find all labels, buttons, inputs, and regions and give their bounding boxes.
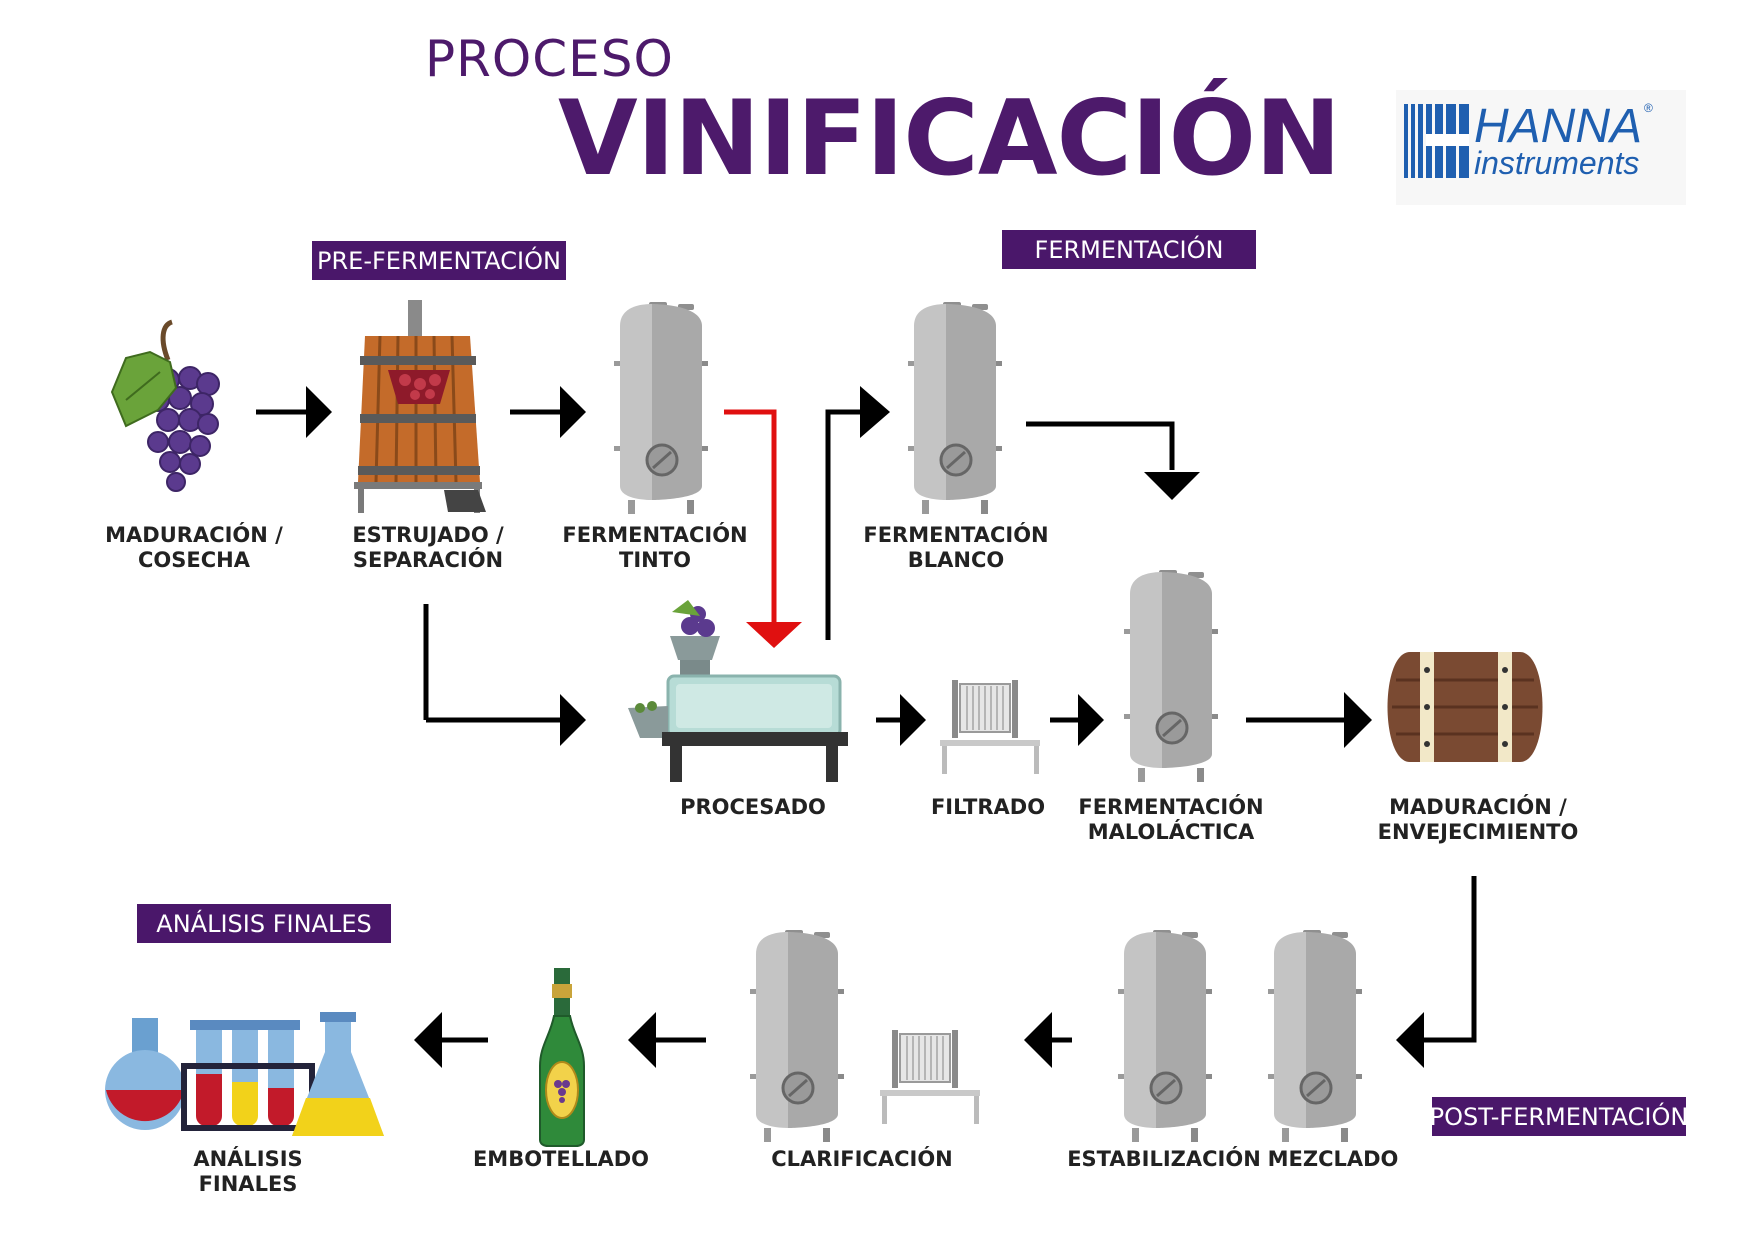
tank-blending-icon (1266, 928, 1364, 1144)
phase-final-analysis: ANÁLISIS FINALES (137, 904, 391, 943)
arrow-head-9 (1396, 1012, 1424, 1068)
logo-brand: HANNA (1474, 100, 1642, 153)
arrow-head-1 (306, 386, 332, 438)
tank-clarification-icon (748, 928, 846, 1144)
tank-red-fermentation-icon (612, 300, 710, 516)
arrow-head-11 (628, 1012, 656, 1068)
filter-icon (939, 679, 1041, 775)
arrow-head-5 (1144, 472, 1200, 500)
hanna-logo-mark-icon: HANNA ® instruments (1396, 90, 1686, 205)
logo-sub: instruments (1474, 145, 1639, 181)
arrow-head-6 (900, 694, 926, 746)
arrow-head-8 (1344, 692, 1372, 748)
arrow-head-7 (1078, 694, 1104, 746)
arrow-head-2 (560, 386, 586, 438)
label-clarification: CLARIFICACIÓN (771, 1147, 953, 1171)
arrow-head-4 (860, 386, 890, 438)
arrow-head-10 (1024, 1012, 1052, 1068)
phase-fermentation: FERMENTACIÓN (1002, 230, 1256, 269)
phase-post-fermentation: POST-FERMENTACIÓN (1430, 1097, 1688, 1136)
label-bottling: EMBOTELLADO (472, 1147, 650, 1171)
phase-pre-fermentation: PRE-FERMENTACIÓN (312, 241, 566, 280)
wine-press-icon (354, 300, 486, 513)
bottle-icon (539, 968, 585, 1147)
hanna-logo: HANNA ® instruments (1396, 90, 1686, 205)
grapes-icon (110, 319, 220, 492)
label-crushing: ESTRUJADO /SEPARACIÓN (352, 523, 504, 572)
barrel-icon (1387, 652, 1543, 762)
arrow-head-12 (414, 1012, 442, 1068)
tank-malolactic-icon (1122, 568, 1220, 784)
label-stabilization: ESTABILIZACIÓN (1067, 1147, 1261, 1171)
arrow-head-3 (560, 694, 586, 746)
title-process: PROCESO (425, 30, 674, 88)
clarification-filter-icon (879, 1029, 981, 1125)
title-vinification: VINIFICACIÓN (558, 79, 1341, 199)
tank-stabilization-icon (1116, 928, 1214, 1144)
label-blending: MEZCLADO (1267, 1147, 1399, 1171)
label-processing: PROCESADO (680, 795, 826, 819)
processing-machine-icon (628, 600, 848, 782)
tank-white-fermentation-icon (906, 300, 1004, 516)
label-filtering: FILTRADO (930, 795, 1046, 819)
logo-registered: ® (1644, 101, 1653, 115)
flow-arrows (256, 409, 1477, 1043)
lab-flasks-icon (105, 1012, 384, 1136)
label-aging: MADURACIÓN /ENVEJECIMIENTO (1377, 795, 1579, 844)
red-flow-arrow (724, 409, 802, 648)
label-harvest: MADURACIÓN /COSECHA (105, 523, 283, 572)
